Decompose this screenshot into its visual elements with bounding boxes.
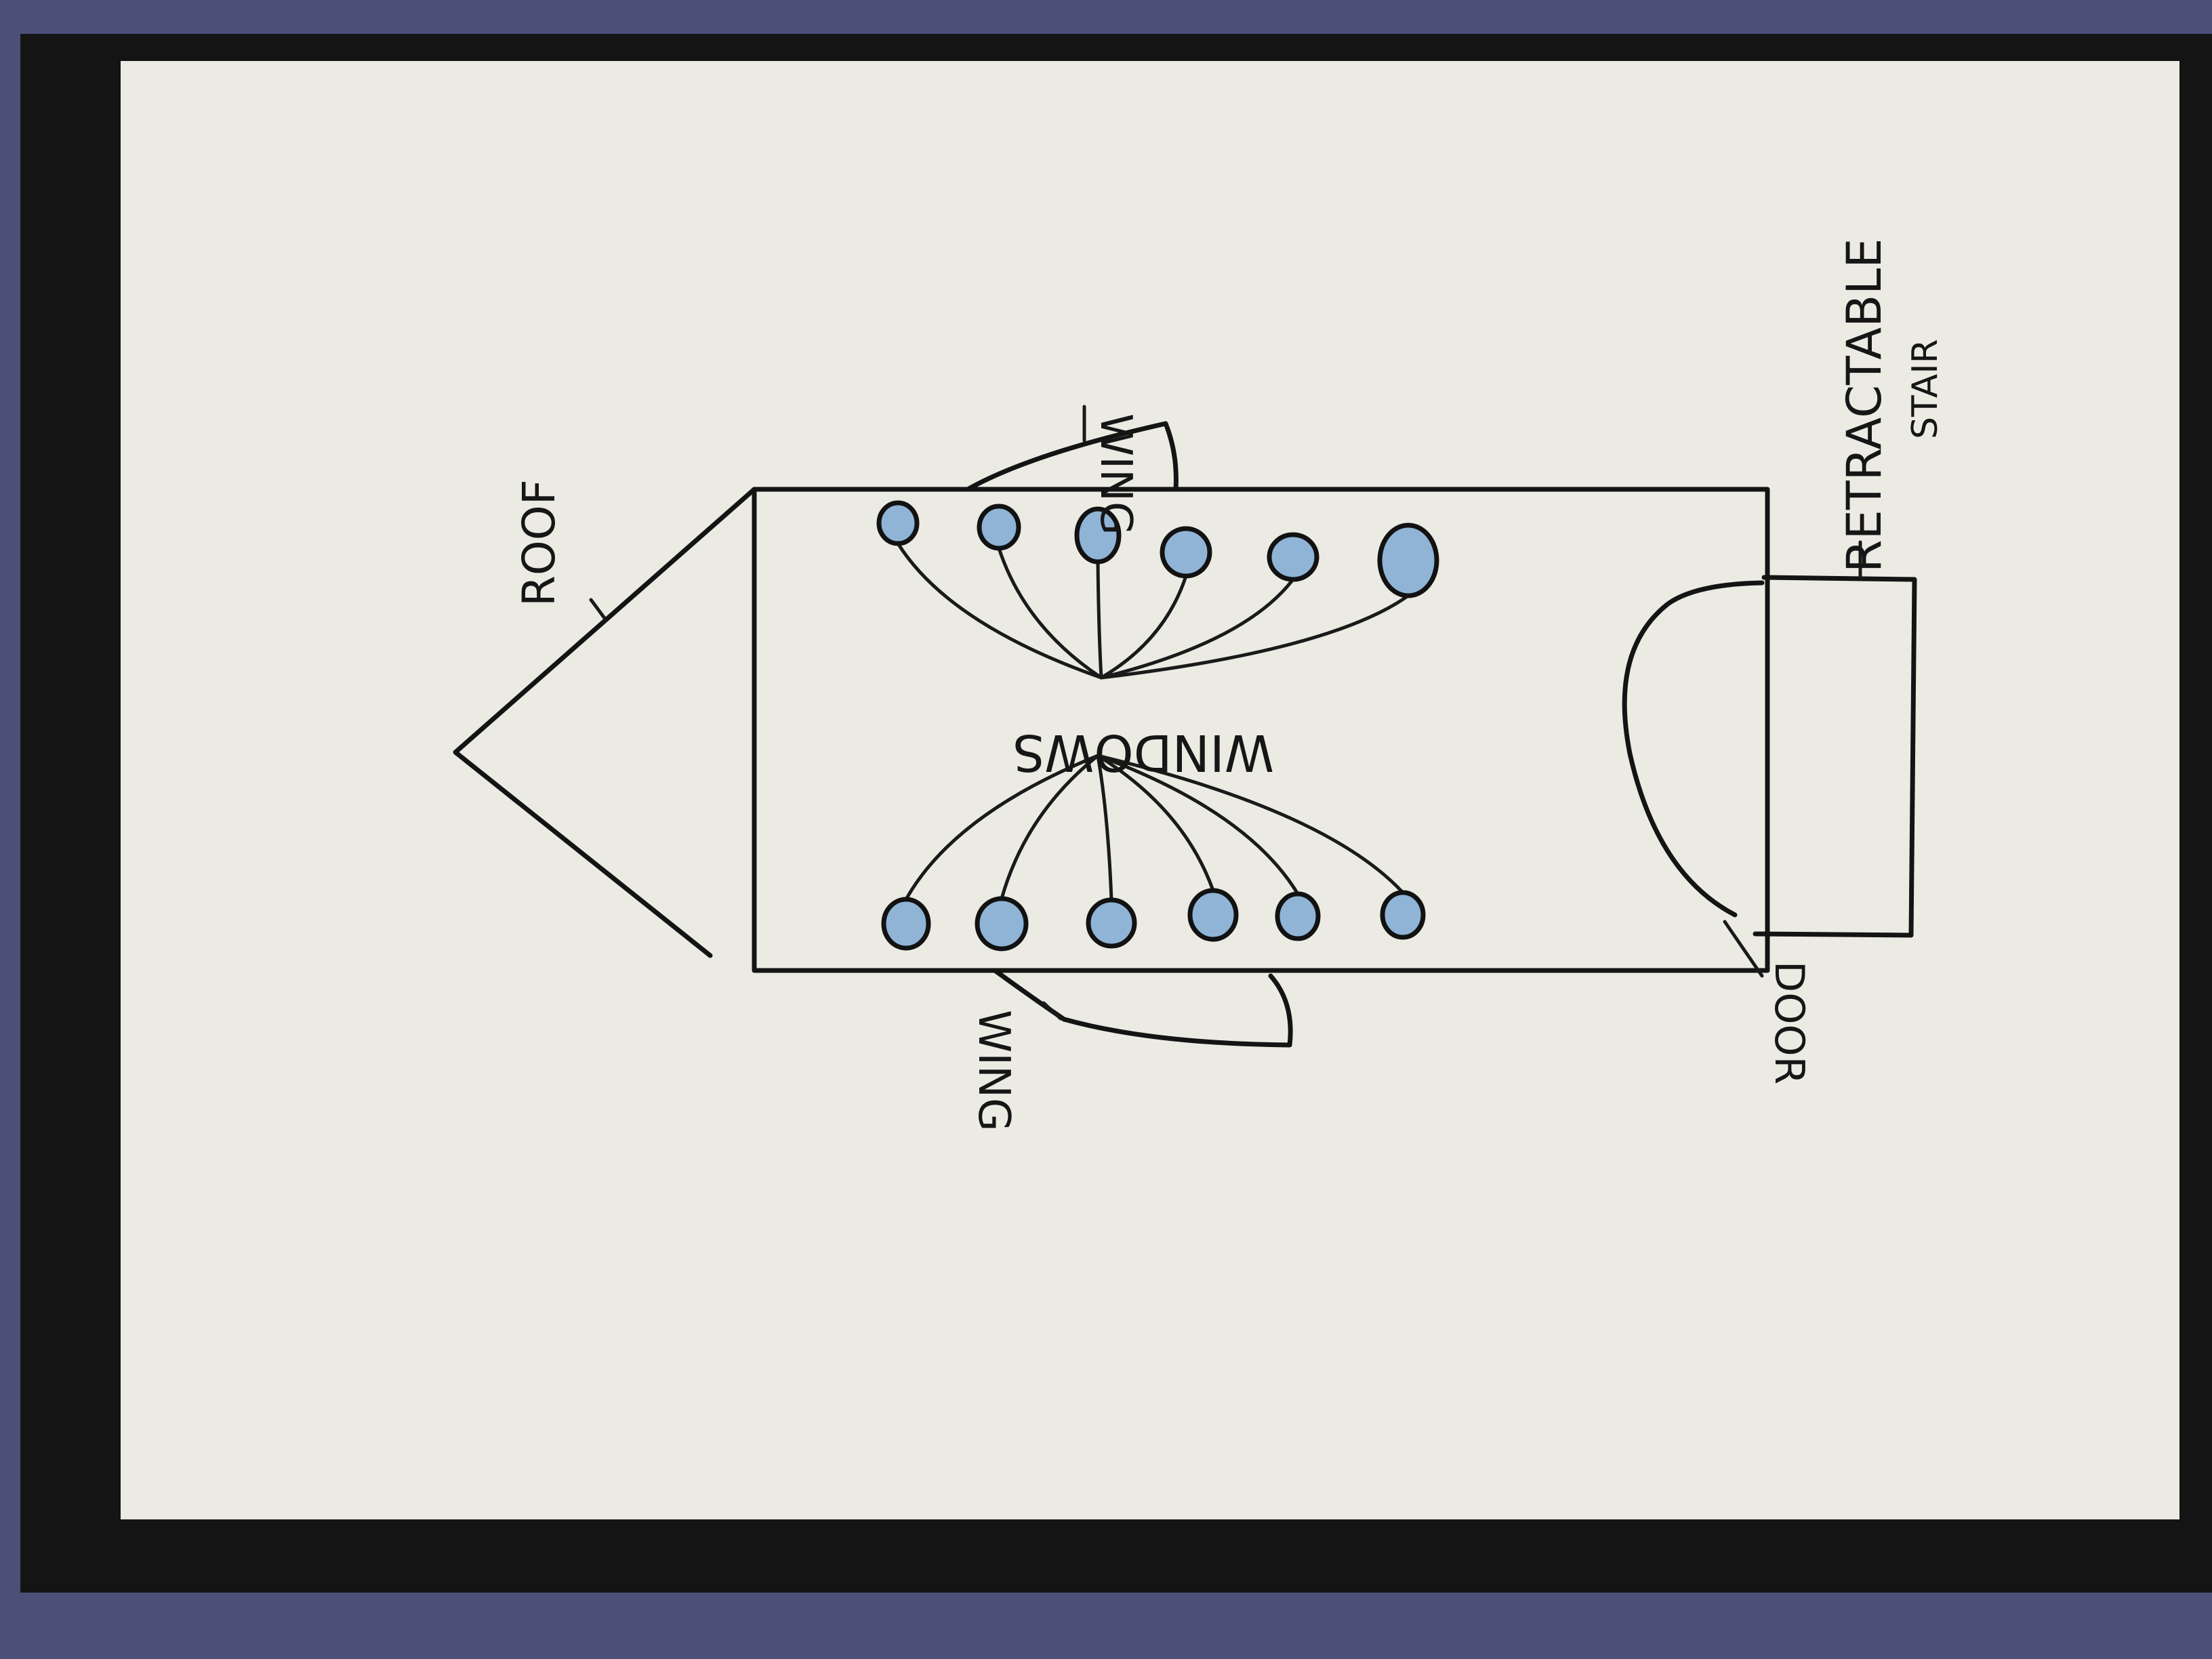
stair-outline xyxy=(1753,575,1917,938)
window-leader-line xyxy=(896,541,1103,680)
window-leader-line xyxy=(1099,594,1410,680)
window-porthole-3 xyxy=(1074,506,1122,565)
window-porthole-12 xyxy=(1380,890,1426,940)
window-porthole-1 xyxy=(876,500,920,546)
window-porthole-7 xyxy=(881,897,931,951)
window-leader-line xyxy=(1099,574,1188,680)
window-leader-line xyxy=(1096,754,1113,902)
window-porthole-5 xyxy=(1267,532,1319,582)
roof-outline xyxy=(453,487,757,958)
window-leader-line xyxy=(904,754,1100,901)
window-porthole-2 xyxy=(977,504,1021,551)
paper-sheet xyxy=(121,61,2179,1519)
label-retractable: RETRACTABLE xyxy=(1837,239,1892,573)
label-wing-top: WING xyxy=(1090,413,1141,535)
window-porthole-4 xyxy=(1160,526,1212,579)
window-porthole-11 xyxy=(1275,891,1321,941)
label-roof: ROOF xyxy=(513,479,565,607)
window-leader-line xyxy=(1096,754,1300,896)
window-leader-line xyxy=(1099,577,1295,680)
windows-group xyxy=(876,500,1439,951)
window-leader-line xyxy=(1096,560,1103,680)
wing-bottom-leader-line xyxy=(1042,1001,1063,1021)
roof-leader-line xyxy=(589,598,607,620)
label-windows: WINDOWS xyxy=(1012,723,1274,781)
window-porthole-10 xyxy=(1187,888,1239,942)
window-leader-line xyxy=(997,546,1103,680)
wing-bottom-outline xyxy=(992,968,1293,1048)
door-arc xyxy=(1622,580,1765,918)
door-leader-line xyxy=(1723,920,1764,978)
window-leader-line xyxy=(1000,754,1100,901)
label-wing-bottom: WING xyxy=(968,1010,1019,1132)
label-stair: STAIR xyxy=(1905,339,1946,439)
window-porthole-8 xyxy=(975,896,1029,951)
window-porthole-6 xyxy=(1377,523,1439,598)
window-leader-line xyxy=(1096,754,1405,895)
label-door: DOOR xyxy=(1765,961,1813,1084)
body-outline xyxy=(752,487,1770,973)
wing-top-outline xyxy=(965,421,1179,492)
window-leader-line xyxy=(1096,754,1215,893)
window-porthole-9 xyxy=(1086,897,1137,949)
